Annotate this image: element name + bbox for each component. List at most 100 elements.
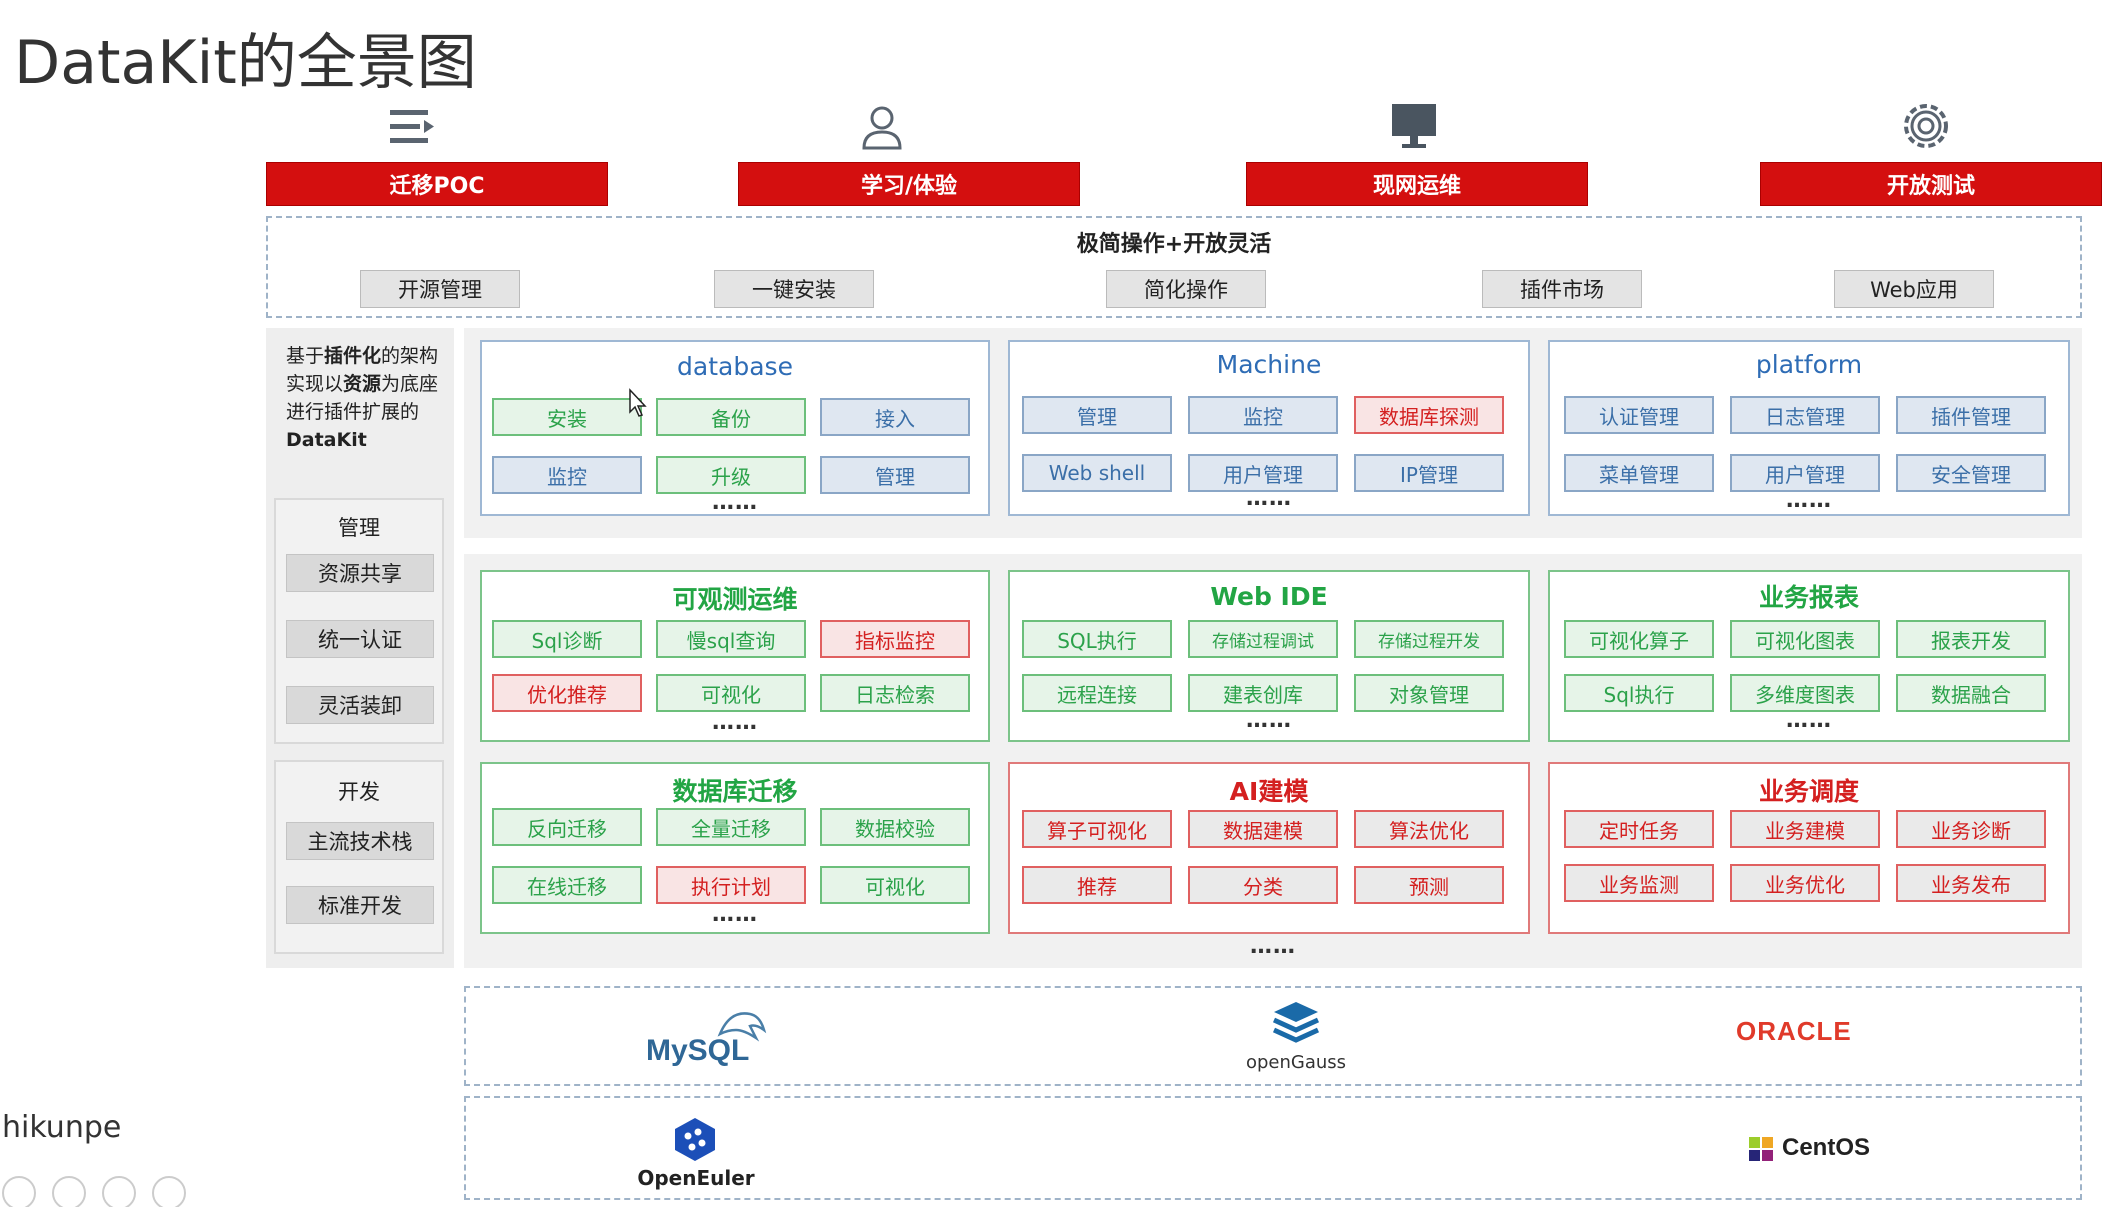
module-title: 业务报表 <box>1758 583 1859 612</box>
module-chip: 监控 <box>1188 396 1338 434</box>
module-more: …… <box>1246 708 1292 733</box>
feature-plugin-market: 插件市场 <box>1482 270 1642 308</box>
module-chip: 安全管理 <box>1896 454 2046 492</box>
module-title: 业务调度 <box>1758 777 1859 806</box>
module-chip: 可视化 <box>656 674 806 712</box>
scenario-migration-poc[interactable]: 迁移POC <box>266 162 608 206</box>
module-chip: 业务诊断 <box>1896 810 2046 848</box>
dolphin-icon <box>717 1012 767 1042</box>
module-chip: Web shell <box>1022 454 1172 492</box>
module-more: …… <box>1246 486 1292 511</box>
module-business-scheduling: 业务调度 定时任务 业务建模 业务诊断 业务监测 业务优化 业务发布 <box>1548 762 2070 934</box>
module-title: platform <box>1755 350 1863 379</box>
centos-logo: CentOS <box>1746 1132 1886 1172</box>
features-panel: 极简操作+开放灵活 开源管理 一键安装 简化操作 插件市场 Web应用 <box>266 216 2082 318</box>
scenario-live-ops[interactable]: 现网运维 <box>1246 162 1588 206</box>
module-observability: 可观测运维 Sql诊断 慢sql查询 指标监控 优化推荐 可视化 日志检索 …… <box>480 570 990 742</box>
more-icon[interactable] <box>152 1176 186 1207</box>
module-more: …… <box>712 710 758 735</box>
module-title: 可观测运维 <box>672 585 798 614</box>
openeuler-icon <box>675 1118 715 1161</box>
side-label: hikunpe <box>2 1110 122 1145</box>
management-title: 管理 <box>338 516 380 540</box>
module-chip: 慢sql查询 <box>656 620 806 658</box>
feature-simplified-ops: 简化操作 <box>1106 270 1266 308</box>
module-chip: 定时任务 <box>1564 810 1714 848</box>
module-chip: SQL执行 <box>1022 620 1172 658</box>
module-chip: 数据校验 <box>820 808 970 846</box>
module-db-migration: 数据库迁移 反向迁移 全量迁移 数据校验 在线迁移 执行计划 可视化 …… <box>480 762 990 934</box>
module-chip: 日志检索 <box>820 674 970 712</box>
openeuler-logo: OpenEuler <box>636 1116 756 1196</box>
module-chip: 监控 <box>492 456 642 494</box>
module-chip: 日志管理 <box>1730 396 1880 434</box>
module-chip: 多维度图表 <box>1730 674 1880 712</box>
scenario-open-test[interactable]: 开放测试 <box>1760 162 2102 206</box>
module-chip: 存储过程开发 <box>1354 620 1504 658</box>
module-chip: 在线迁移 <box>492 866 642 904</box>
module-chip: 插件管理 <box>1896 396 2046 434</box>
layout-icon[interactable] <box>52 1176 86 1207</box>
scenario-learn-experience[interactable]: 学习/体验 <box>738 162 1080 206</box>
module-chip: 升级 <box>656 456 806 494</box>
opengauss-logo: openGauss <box>1226 998 1366 1082</box>
module-chip: 数据库探测 <box>1354 396 1504 434</box>
module-title: 数据库迁移 <box>672 777 798 806</box>
module-chip: 接入 <box>820 398 970 436</box>
centos-icon <box>1749 1137 1773 1161</box>
module-more: …… <box>1786 708 1832 733</box>
menu-lines-icon <box>390 110 434 143</box>
module-title: Web IDE <box>1210 582 1328 611</box>
opengauss-icon <box>1272 1002 1320 1043</box>
mgmt-flexible-install: 灵活装卸 <box>286 686 434 724</box>
mgmt-unified-auth: 统一认证 <box>286 620 434 658</box>
module-chip: 管理 <box>820 456 970 494</box>
module-chip: 报表开发 <box>1896 620 2046 658</box>
module-chip: 优化推荐 <box>492 674 642 712</box>
page-title: DataKit的全景图 <box>14 28 477 98</box>
pen-icon[interactable] <box>2 1176 36 1207</box>
module-more: …… <box>1786 488 1832 513</box>
module-chip: 菜单管理 <box>1564 454 1714 492</box>
dev-standard-dev: 标准开发 <box>286 886 434 924</box>
module-chip: 建表创库 <box>1188 674 1338 712</box>
oracle-logo: ORACLE <box>1736 1016 1852 1046</box>
module-chip: 数据融合 <box>1896 674 2046 712</box>
module-chip: 可视化图表 <box>1730 620 1880 658</box>
module-chip: 业务监测 <box>1564 864 1714 902</box>
feature-open-source: 开源管理 <box>360 270 520 308</box>
module-chip: 用户管理 <box>1188 454 1338 492</box>
module-ai-modeling: AI建模 算子可视化 数据建模 算法优化 推荐 分类 预测 <box>1008 762 1530 934</box>
database-support-panel: MySQL openGauss ORACLE <box>464 986 2082 1086</box>
module-database: database 安装 备份 接入 监控 升级 管理 …… <box>480 340 990 516</box>
module-chip: 业务优化 <box>1730 864 1880 902</box>
module-chip: 推荐 <box>1022 866 1172 904</box>
module-chip: 算法优化 <box>1354 810 1504 848</box>
features-title: 极简操作+开放灵活 <box>1076 232 1272 257</box>
monitor-icon <box>1392 104 1436 148</box>
module-title: AI建模 <box>1229 777 1309 806</box>
management-group: 管理 资源共享 统一认证 灵活装卸 <box>274 498 444 744</box>
module-chip: 业务建模 <box>1730 810 1880 848</box>
dev-mainstream-stack: 主流技术栈 <box>286 822 434 860</box>
module-chip: 远程连接 <box>1022 674 1172 712</box>
module-chip: 指标监控 <box>820 620 970 658</box>
module-chip: 全量迁移 <box>656 808 806 846</box>
module-chip: 数据建模 <box>1188 810 1338 848</box>
module-chip: 执行计划 <box>656 866 806 904</box>
module-chip: 预测 <box>1354 866 1504 904</box>
module-chip: Sql诊断 <box>492 620 642 658</box>
zoom-icon[interactable] <box>102 1176 136 1207</box>
module-chip: 业务发布 <box>1896 864 2046 902</box>
module-business-reports: 业务报表 可视化算子 可视化图表 报表开发 Sql执行 多维度图表 数据融合 …… <box>1548 570 2070 742</box>
module-chip: IP管理 <box>1354 454 1504 492</box>
module-title: database <box>677 352 793 381</box>
module-more: …… <box>712 902 758 927</box>
module-chip: 可视化 <box>820 866 970 904</box>
feature-web-app: Web应用 <box>1834 270 1994 308</box>
module-chip: 用户管理 <box>1730 454 1880 492</box>
module-more: …… <box>712 490 758 515</box>
module-chip: 备份 <box>656 398 806 436</box>
